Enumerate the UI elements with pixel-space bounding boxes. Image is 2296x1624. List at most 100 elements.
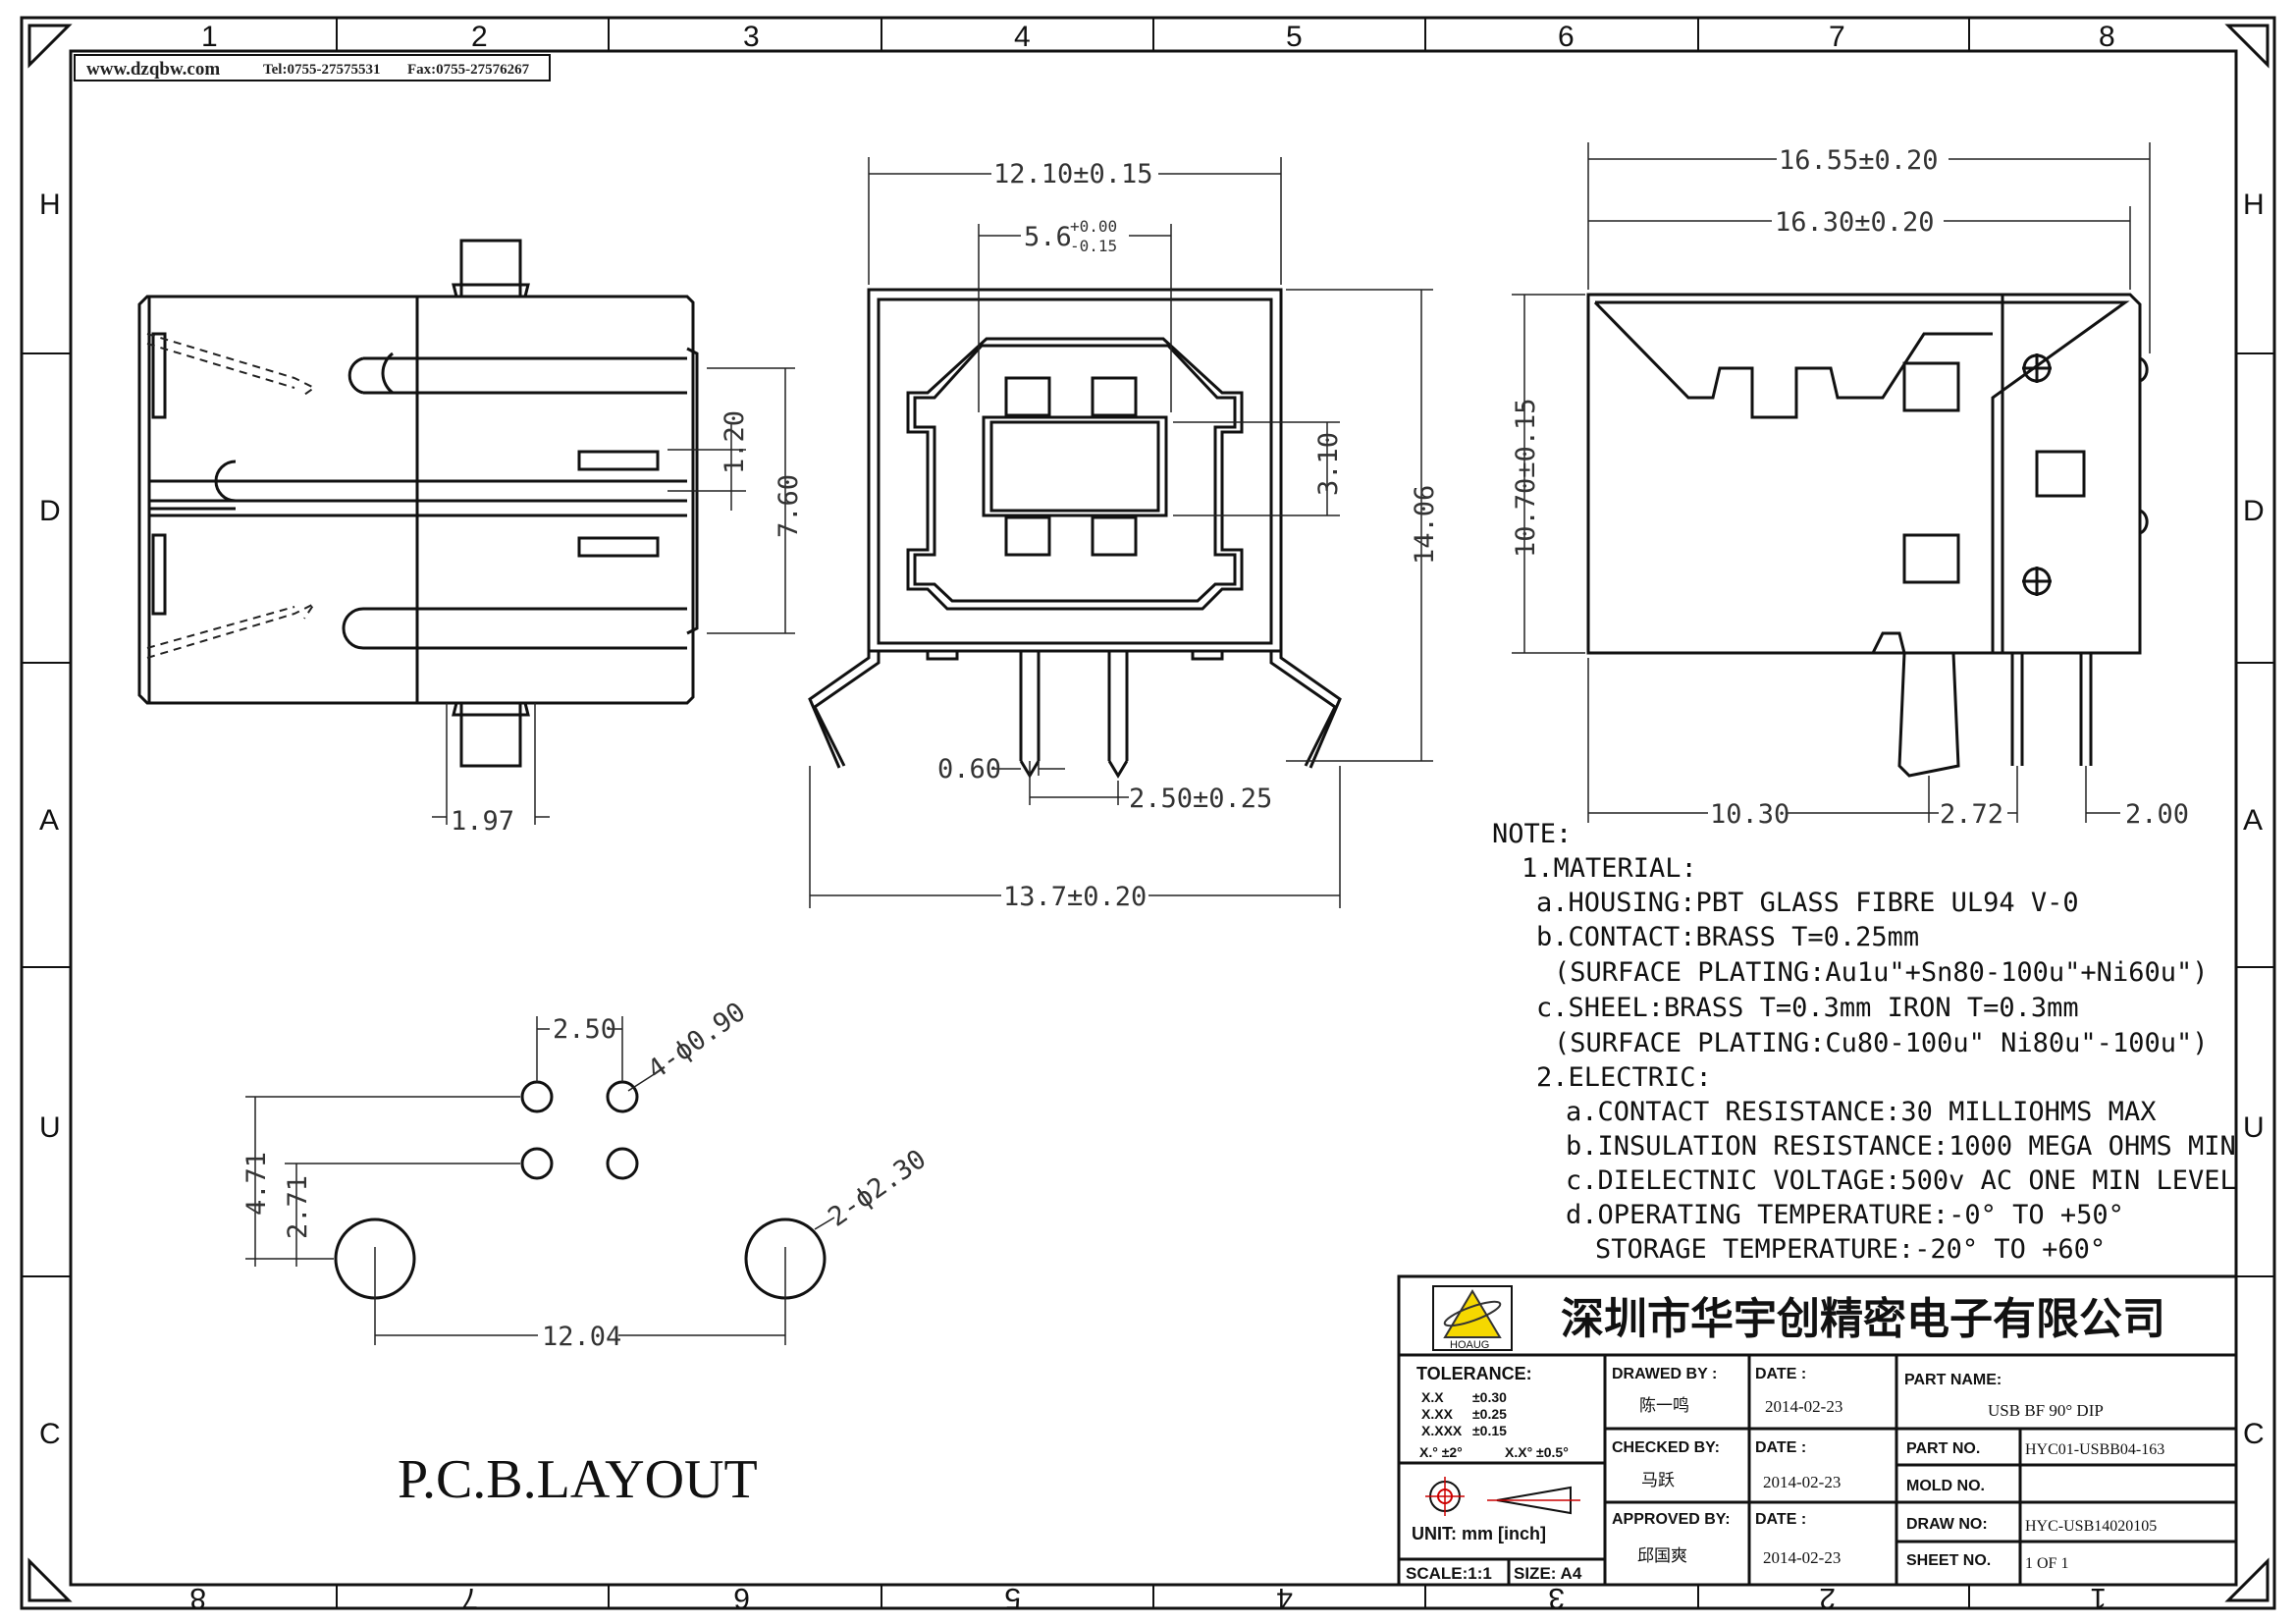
zone-row-right-1: H: [2243, 189, 2265, 221]
zone-col-bottom-2: 2: [1819, 1582, 1836, 1614]
approved-by-label: APPROVED BY:: [1612, 1511, 1731, 1528]
note-line-6: (SURFACE PLATING:Cu80-100u" Ni80u"-100u"…: [1554, 1028, 2208, 1058]
tolerance-val-3: ±0.15: [1472, 1423, 1507, 1438]
zone-col-bottom-1: 1: [2090, 1582, 2107, 1614]
company-logo: HOAUG: [1432, 1285, 1513, 1351]
dim-right-height: 10.70±0.15: [1511, 398, 1541, 558]
tolerance-key-3: X.XXX: [1421, 1423, 1463, 1438]
header-website: www.dzqbw.com: [86, 59, 220, 80]
zone-col-bottom-4: 4: [1276, 1582, 1293, 1614]
corner-mark-tl: [27, 24, 73, 69]
dim-pcb-pitch: 2.50: [553, 1014, 616, 1045]
dim-pcb-hole-small: 4-ϕ0.90: [642, 997, 751, 1086]
front-view: [808, 157, 1433, 908]
dim-pcb-row-b: 2.71: [283, 1175, 313, 1239]
zone-col-4: 4: [1014, 21, 1031, 53]
draw-no-label: DRAW NO:: [1906, 1516, 1988, 1533]
header-fax: Fax:0755-27576267: [407, 62, 530, 78]
zone-row-left-4: U: [39, 1111, 61, 1144]
tolerance-key-1: X.X: [1421, 1389, 1444, 1405]
note-line-7: 2.ELECTRIC:: [1536, 1062, 1712, 1093]
zone-col-7: 7: [1829, 21, 1845, 53]
angle-tolerance-b: X.X° ±0.5°: [1505, 1444, 1569, 1460]
notes-block: NOTE: 1.MATERIAL: a.HOUSING:PBT GLASS FI…: [1492, 819, 2236, 1265]
header-box: [74, 54, 551, 81]
zone-col-1: 1: [201, 21, 218, 53]
header-tel: Tel:0755-27575531: [263, 62, 380, 78]
size-label: SIZE: A4: [1514, 1564, 1582, 1583]
dim-front-opening-tol-down: -0.15: [1070, 237, 1117, 255]
date-label-2: DATE :: [1755, 1439, 1806, 1456]
pcb-layout-label: P.C.B.LAYOUT: [398, 1449, 758, 1510]
dim-right-offset-a: 10.30: [1710, 799, 1789, 830]
zone-col-3: 3: [743, 21, 760, 53]
dim-right-width-outer: 16.55±0.20: [1779, 145, 1939, 176]
date-value-2: 2014-02-23: [1763, 1473, 1841, 1491]
projection-symbol-icon: [1425, 1477, 1580, 1516]
part-no-value: HYC01-USBB04-163: [2025, 1441, 2164, 1458]
note-line-12: STORAGE TEMPERATURE:-20° TO +60°: [1595, 1234, 2106, 1265]
sheet-no-label: SHEET NO.: [1906, 1552, 1991, 1569]
note-line-3: b.CONTACT:BRASS T=0.25mm: [1536, 922, 1919, 952]
dim-front-foot-width: 13.7±0.20: [1003, 882, 1147, 912]
zone-col-2: 2: [471, 21, 488, 53]
outer-frame: [20, 16, 2276, 1610]
dim-pcb-hole-large: 2-ϕ2.30: [823, 1144, 932, 1233]
date-value-1: 2014-02-23: [1765, 1397, 1842, 1416]
unit-label: UNIT: mm [inch]: [1412, 1524, 1546, 1543]
zone-col-bottom-3: 3: [1548, 1582, 1565, 1614]
scale-label: SCALE:1:1: [1406, 1564, 1492, 1583]
zone-row-right-2: D: [2243, 495, 2265, 527]
zone-row-left-2: D: [39, 495, 61, 527]
note-line-5: c.SHEEL:BRASS T=0.3mm IRON T=0.3mm: [1536, 993, 2079, 1023]
tolerance-key-2: X.XX: [1421, 1406, 1454, 1422]
date-value-3: 2014-02-23: [1763, 1548, 1841, 1567]
zone-ticks: [22, 18, 2274, 1608]
dim-front-pin-pitch: 2.50±0.25: [1129, 784, 1272, 814]
date-label-1: DATE :: [1755, 1366, 1806, 1382]
tolerance-val-2: ±0.25: [1472, 1406, 1507, 1422]
zone-col-bottom-7: 7: [461, 1582, 478, 1614]
zone-col-bottom-5: 5: [1004, 1582, 1021, 1614]
drawn-by-name: 陈一鸣: [1639, 1396, 1689, 1416]
dim-side-pitch: 1.20: [720, 410, 750, 474]
side-view: [137, 239, 795, 825]
zone-row-left-5: C: [39, 1418, 61, 1450]
corner-mark-br: [2224, 1557, 2269, 1602]
dim-pcb-row-a: 4.71: [241, 1152, 272, 1216]
title-block: [1397, 1274, 2238, 1587]
zone-row-right-4: U: [2243, 1111, 2265, 1144]
angle-tolerance-a: X.° ±2°: [1419, 1444, 1463, 1460]
zone-row-right-5: C: [2243, 1418, 2265, 1450]
tolerance-title: TOLERANCE:: [1416, 1364, 1532, 1383]
part-no-label: PART NO.: [1906, 1440, 1980, 1457]
drawn-by-label: DRAWED BY :: [1612, 1366, 1717, 1382]
approved-by-name: 邱国爽: [1637, 1546, 1687, 1566]
draw-no-value: HYC-USB14020105: [2025, 1518, 2157, 1535]
dim-side-height: 7.60: [774, 474, 804, 538]
dim-front-pin-dia: 0.60: [937, 754, 1001, 785]
part-name-value: USB BF 90° DIP: [1988, 1401, 2104, 1420]
checked-by-name: 马跃: [1641, 1471, 1675, 1490]
dim-right-offset-c: 2.00: [2125, 799, 2189, 830]
note-line-10: c.DIELECTNIC VOLTAGE:500v AC ONE MIN LEV…: [1566, 1165, 2236, 1196]
dim-front-inner-height: 3.10: [1313, 432, 1344, 496]
bottom-zone-labels: 8 7 6 5 4 3 2 1: [189, 1582, 2107, 1614]
zone-col-8: 8: [2099, 21, 2115, 53]
notes-title: NOTE:: [1492, 819, 1572, 849]
note-line-11: d.OPERATING TEMPERATURE:-0° TO +50°: [1566, 1200, 2124, 1230]
dim-pcb-span: 12.04: [542, 1322, 621, 1352]
dim-right-width-inner: 16.30±0.20: [1775, 207, 1935, 238]
zone-row-right-3: A: [2243, 804, 2263, 837]
note-line-9: b.INSULATION RESISTANCE:1000 MEGA OHMS M…: [1566, 1131, 2236, 1162]
note-line-2: a.HOUSING:PBT GLASS FIBRE UL94 V-0: [1536, 888, 2079, 918]
note-line-1: 1.MATERIAL:: [1522, 853, 1697, 884]
zone-col-5: 5: [1286, 21, 1303, 53]
zone-col-bottom-8: 8: [189, 1582, 206, 1614]
dim-front-total-height: 14.06: [1410, 485, 1440, 565]
pcb-layout: [245, 1016, 835, 1345]
dim-front-opening: 5.6: [1024, 222, 1072, 252]
zone-row-left-3: A: [39, 804, 59, 837]
note-line-4: (SURFACE PLATING:Au1u"+Sn80-100u"+Ni60u"…: [1554, 957, 2208, 988]
